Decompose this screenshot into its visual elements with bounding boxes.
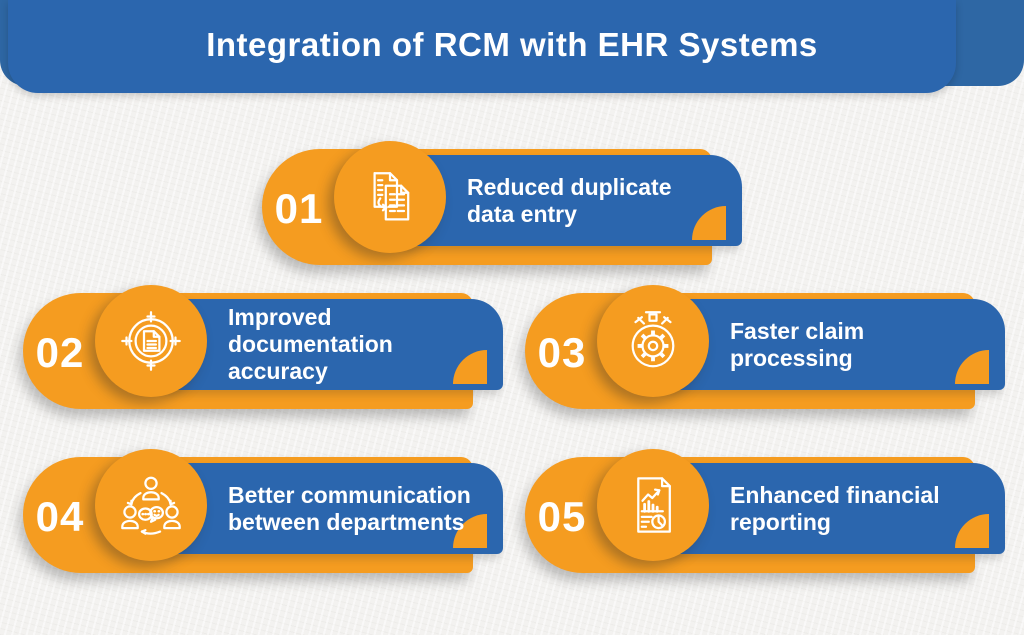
item-label-line: data entry [467, 200, 577, 227]
list-item: 05 Enhanced financial reporting [525, 449, 1005, 577]
item-text-panel [164, 463, 503, 554]
document-target-icon [121, 311, 181, 371]
item-text-panel [403, 155, 742, 246]
item-number: 05 [537, 493, 587, 540]
page-title: Integration of RCM with EHR Systems [206, 26, 818, 63]
item-label-line: Improved documentation [228, 304, 393, 358]
item-label: Improved documentation accuracy [228, 299, 490, 390]
item-label-line: Better communication [228, 481, 471, 508]
item-label: Reduced duplicate data entry [467, 155, 729, 246]
people-communication-icon [121, 476, 181, 535]
header-bar [8, 0, 956, 93]
item-icon-circle [597, 449, 709, 561]
item-text-panel [666, 463, 1005, 554]
item-icon-circle [597, 285, 709, 397]
item-text-panel [164, 299, 503, 390]
item-label-line: reporting [730, 508, 831, 535]
item-label-line: Enhanced financial [730, 481, 940, 508]
item-label: Enhanced financial reporting [730, 463, 992, 554]
item-icon-circle [334, 141, 446, 253]
duplicate-documents-icon [373, 172, 410, 221]
item-text-panel [666, 299, 1005, 390]
item-label-line: Faster claim [730, 317, 865, 344]
item-label-line: processing [730, 344, 853, 371]
financial-report-icon [637, 477, 671, 533]
list-item: 04 [23, 449, 503, 577]
stopwatch-gear-icon [631, 311, 675, 368]
item-number: 04 [35, 493, 85, 540]
list-item: 01 Reduced duplicate data entry [262, 141, 742, 269]
item-label-line: Reduced duplicate [467, 173, 672, 200]
item-number: 01 [274, 185, 324, 232]
item-icon-circle [95, 449, 207, 561]
item-number: 02 [35, 329, 85, 376]
item-label-line: between departments [228, 508, 465, 535]
item-label: Faster claim processing [730, 299, 992, 390]
item-number: 03 [537, 329, 587, 376]
list-item: 03 Faster claim processing [525, 285, 1005, 413]
list-item: 02 Improved documentation accuracy [23, 285, 503, 413]
item-label: Better communication between departments [228, 463, 490, 554]
item-icon-circle [95, 285, 207, 397]
item-label-line: accuracy [228, 357, 328, 384]
